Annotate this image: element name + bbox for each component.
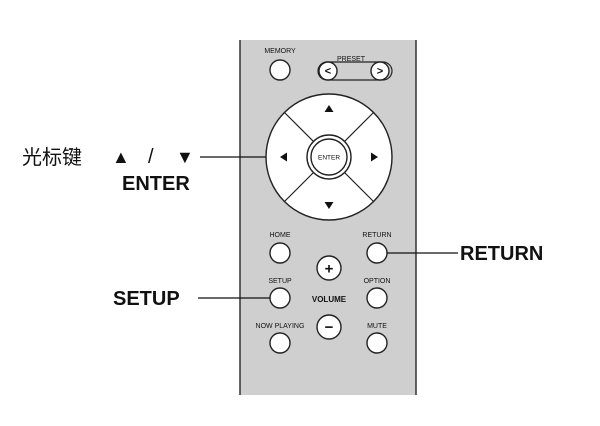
setup-label: SETUP — [268, 278, 292, 285]
enter-callout: ENTER — [122, 173, 190, 195]
option-label: OPTION — [364, 278, 391, 285]
cursor-down-icon[interactable] — [324, 202, 334, 209]
setup-callout: SETUP — [113, 288, 180, 310]
memory-label: MEMORY — [264, 48, 296, 55]
minus-icon: − — [325, 319, 334, 336]
cursor-right-icon[interactable] — [371, 152, 378, 162]
cursor-keys-callout: 光标键 — [22, 145, 82, 169]
mute-button[interactable] — [366, 332, 388, 354]
preset-next-button[interactable]: > — [370, 61, 390, 81]
return-callout: RETURN — [460, 243, 543, 265]
cursor-up-icon[interactable] — [324, 105, 334, 112]
now-playing-button[interactable] — [269, 332, 291, 354]
memory-button[interactable] — [269, 59, 291, 81]
mute-label: MUTE — [367, 323, 387, 330]
volume-down-button[interactable] — [316, 314, 342, 340]
cursor-left-icon[interactable] — [280, 152, 287, 162]
home-label: HOME — [270, 232, 291, 239]
enter-label: ENTER — [318, 155, 340, 162]
preset-label: PRESET — [337, 56, 366, 63]
preset-rocker[interactable] — [317, 61, 393, 81]
chevron-left-icon: < — [325, 66, 331, 78]
home-button[interactable] — [269, 242, 291, 264]
cursor-down-callout-icon: ▼ — [176, 147, 194, 167]
volume-up-button[interactable] — [316, 255, 342, 281]
return-button[interactable] — [366, 242, 388, 264]
chevron-right-icon: > — [377, 66, 383, 78]
cursor-up-callout-icon: ▲ — [112, 147, 130, 167]
now-playing-label: NOW PLAYING — [256, 323, 305, 330]
volume-label: VOLUME — [312, 295, 347, 304]
setup-button[interactable] — [269, 287, 291, 309]
return-label: RETURN — [362, 232, 391, 239]
option-button[interactable] — [366, 287, 388, 309]
slash-callout: / — [148, 146, 154, 168]
preset-prev-button[interactable]: < — [318, 61, 338, 81]
enter-button[interactable] — [310, 138, 348, 176]
plus-icon: + — [325, 261, 334, 278]
